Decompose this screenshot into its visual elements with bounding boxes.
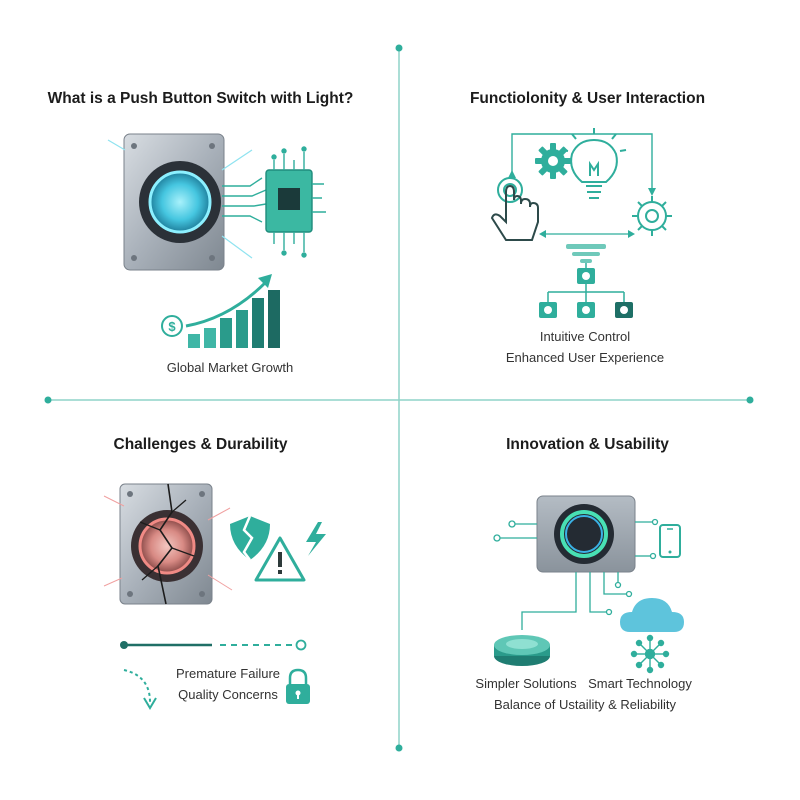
curved-arrow-icon [123,669,157,710]
growth-bar-chart-icon [185,274,280,348]
down-connectors [521,572,633,630]
network-icon [630,634,670,674]
warning-icon [254,536,306,582]
cracked-button-icon [103,483,233,605]
title-top-left: What is a Push Button Switch with Light? [47,90,354,107]
caption-market-growth: Global Market Growth [166,360,294,375]
cloud-icon [620,598,684,632]
caption-simpler-solutions: Simpler Solutions [475,676,577,691]
lightbulb-icon [561,128,627,199]
lock-icon [286,668,310,704]
phone-icon [659,524,681,558]
hand-pointer-icon [490,177,539,241]
smart-button-icon [536,495,636,573]
caption-premature-failure: Premature Failure [175,666,281,681]
caption-enhanced-ux: Enhanced User Experience [505,350,665,365]
title-top-right: Functiolonity & User Interaction [469,90,706,107]
lightning-icon [306,522,326,556]
flat-button-icon [494,635,550,666]
left-connectors [493,520,537,542]
failure-timeline [120,639,307,651]
right-connectors [635,518,659,560]
svg-text:$: $ [168,319,176,334]
push-button-lit-icon [107,133,253,271]
gear-icon [535,143,571,179]
gear-outline-icon [632,196,672,236]
broken-shield-icon [230,515,270,561]
caption-balance: Balance of Ustaility & Reliability [493,697,677,712]
caption-intuitive-control: Intuitive Control [539,329,631,344]
circuit-chip-icon [222,146,326,258]
title-bottom-left: Challenges & Durability [113,436,288,453]
title-bottom-right: Innovation & Usability [506,436,669,453]
caption-smart-technology: Smart Technology [588,676,692,691]
hierarchy-icon [539,244,633,318]
dollar-icon: $ [161,315,183,337]
caption-quality-concerns: Quality Concerns [178,687,278,702]
